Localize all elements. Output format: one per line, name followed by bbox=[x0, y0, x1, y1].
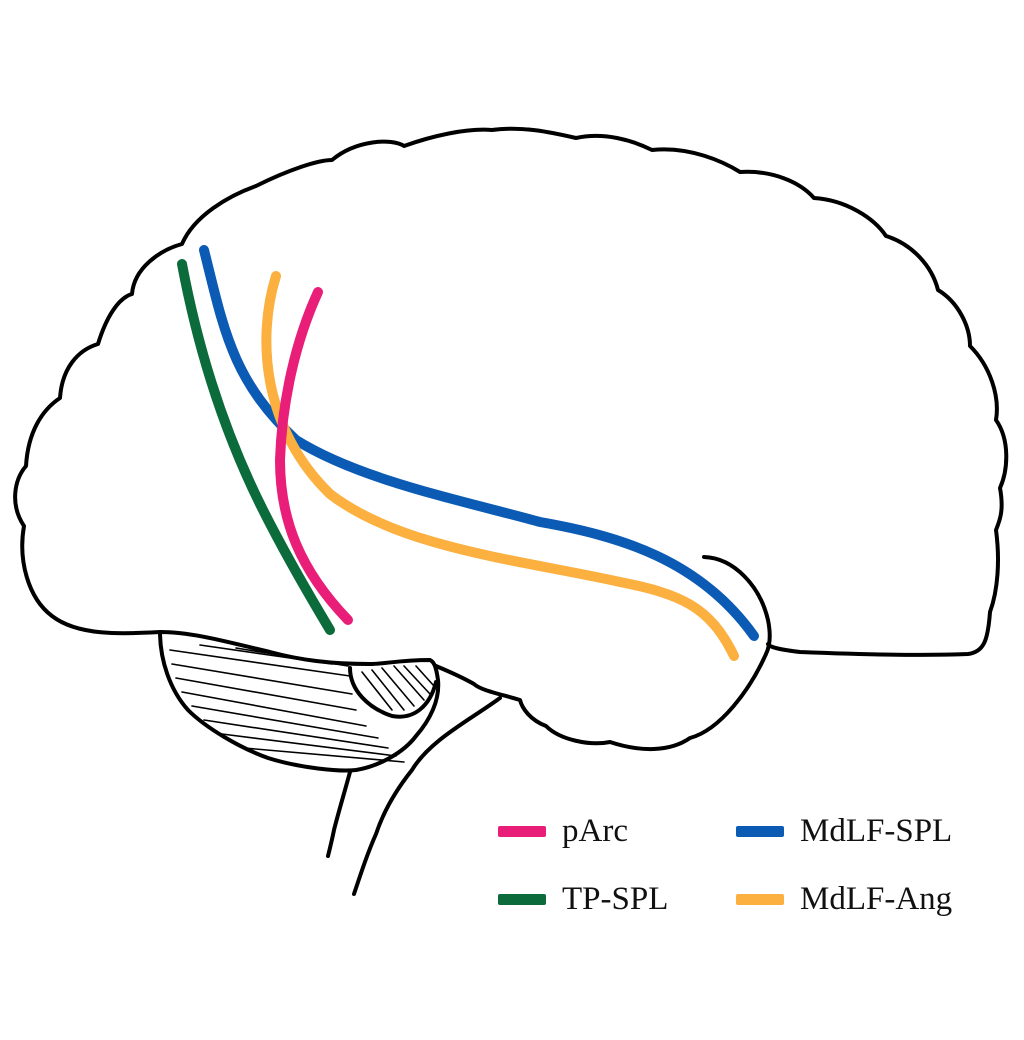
tract-parc bbox=[275, 287, 353, 625]
legend-label-mdlf-spl: MdLF-SPL bbox=[800, 812, 953, 849]
cerebellum-folia bbox=[169, 644, 435, 763]
tract-mdlf-ang bbox=[261, 271, 739, 661]
legend-item-mdlf-spl: MdLF-SPL bbox=[736, 806, 952, 856]
tract-mdlf-spl bbox=[199, 245, 759, 641]
legend-label-tp-spl: TP-SPL bbox=[562, 880, 669, 917]
legend-label-parc: pArc bbox=[562, 812, 628, 849]
occipital-notch bbox=[702, 555, 772, 656]
legend-swatch-tp-spl bbox=[498, 893, 546, 905]
legend-swatch-mdlf-spl bbox=[736, 825, 784, 837]
brainstem-front bbox=[352, 696, 502, 896]
legend-swatch-parc bbox=[498, 825, 546, 837]
cortex-outline bbox=[13, 126, 1009, 657]
legend-item-mdlf-ang: MdLF-Ang bbox=[736, 874, 952, 924]
legend: pArc MdLF-SPL TP-SPL MdLF-Ang bbox=[490, 804, 1000, 934]
legend-item-parc: pArc bbox=[498, 806, 628, 856]
brainstem-back bbox=[326, 770, 352, 858]
legend-label-mdlf-ang: MdLF-Ang bbox=[800, 880, 953, 917]
tracts-group bbox=[177, 245, 759, 661]
legend-item-tp-spl: TP-SPL bbox=[498, 874, 668, 924]
temporal-lobe-contour bbox=[434, 652, 768, 751]
tract-tp-spl bbox=[177, 259, 335, 635]
legend-swatch-mdlf-ang bbox=[736, 893, 784, 905]
cerebellum-inner-lobe bbox=[348, 666, 438, 719]
